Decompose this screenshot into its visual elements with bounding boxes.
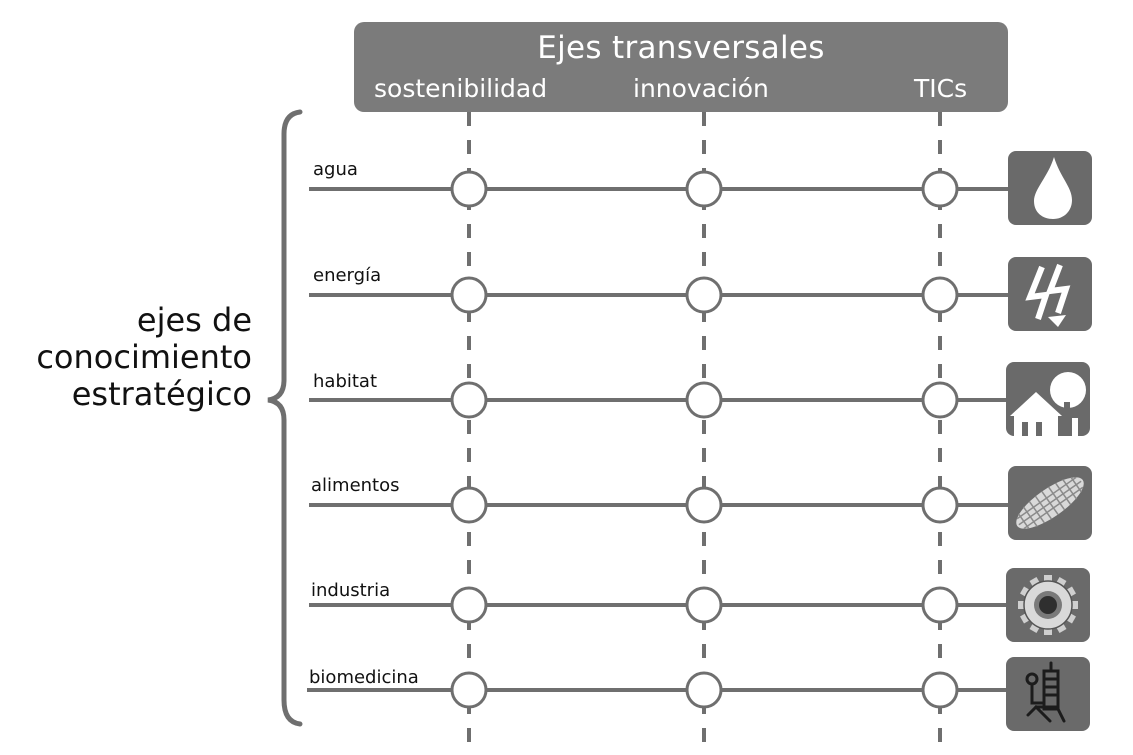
corn-cob-icon [1008, 466, 1092, 540]
intersection-node [450, 276, 488, 314]
row-label-alimentos: alimentos [311, 475, 400, 496]
row-label-agua: agua [313, 159, 358, 180]
intersection-node [450, 170, 488, 208]
intersection-node [921, 276, 959, 314]
water-drop-icon [1008, 151, 1092, 225]
row-label-habitat: habitat [313, 371, 378, 392]
curly-brace [267, 109, 303, 727]
strategic-label-line-3: estratégico [71, 375, 252, 413]
intersection-node [685, 381, 723, 419]
row-label-industria: industria [311, 580, 391, 601]
header-title: Ejes transversales [537, 30, 825, 66]
strategic-label-line-2: conocimiento [36, 338, 252, 376]
intersection-node [921, 170, 959, 208]
intersection-node [450, 381, 488, 419]
intersection-node [685, 170, 723, 208]
header-column-innovacion: innovación [633, 74, 769, 103]
intersection-node [685, 486, 723, 524]
intersection-node [685, 586, 723, 624]
lightning-bolt-icon [1008, 257, 1092, 331]
intersection-node [685, 276, 723, 314]
laboratory-flask-icon [1006, 657, 1090, 731]
row-label-biomedicina: biomedicina [309, 667, 419, 688]
gear-tooth [1044, 625, 1052, 635]
intersection-node [450, 486, 488, 524]
gear-tooth [1044, 575, 1052, 585]
header-column-tics: TICs [914, 74, 968, 103]
intersection-node [921, 486, 959, 524]
intersection-node [921, 381, 959, 419]
intersection-node [921, 586, 959, 624]
header-column-sostenibilidad: sostenibilidad [374, 74, 548, 103]
house-tree-icon [1006, 362, 1090, 436]
strategic-label-line-1: ejes de [136, 301, 252, 339]
strategic-axes-label: ejes de conocimiento estratégico [20, 302, 252, 413]
intersection-node [450, 586, 488, 624]
row-label-energia: energía [313, 265, 382, 286]
transversal-axes-header: Ejes transversales sostenibilidad innova… [354, 22, 1008, 112]
intersection-node [921, 671, 959, 709]
intersection-node [685, 671, 723, 709]
intersection-node [450, 671, 488, 709]
gear-icon [1006, 568, 1090, 642]
